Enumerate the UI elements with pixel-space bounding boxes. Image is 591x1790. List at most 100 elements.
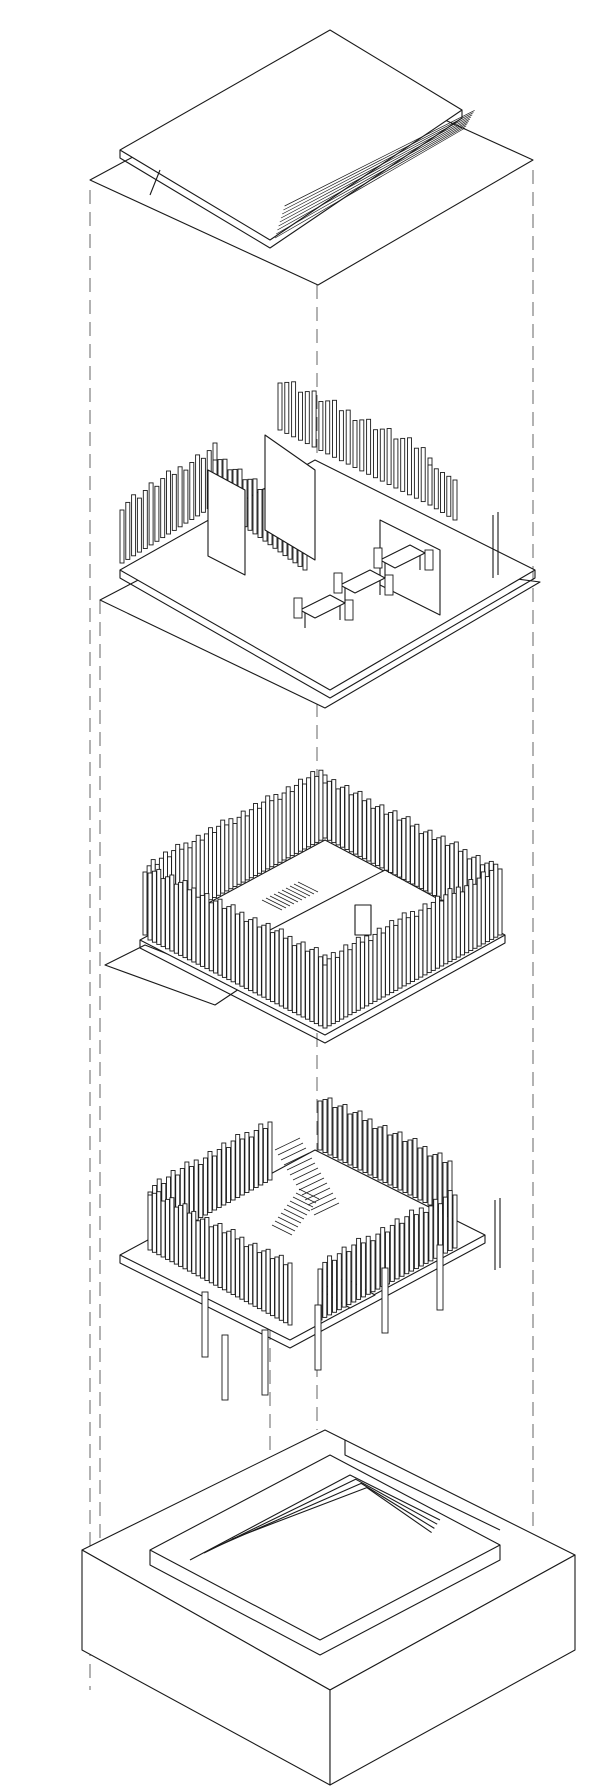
fin bbox=[278, 1254, 284, 1321]
fin bbox=[171, 473, 177, 531]
fin bbox=[243, 920, 249, 989]
fin bbox=[235, 913, 240, 985]
solar-strip bbox=[277, 123, 468, 231]
fin bbox=[252, 917, 258, 994]
fin bbox=[230, 1229, 236, 1295]
fin bbox=[310, 771, 316, 846]
fin bbox=[383, 813, 389, 871]
fin bbox=[382, 1125, 388, 1183]
fin bbox=[160, 878, 166, 948]
fin bbox=[385, 926, 390, 996]
terrace-step bbox=[203, 1478, 438, 1554]
fin bbox=[407, 437, 412, 496]
fin bbox=[418, 1207, 424, 1267]
fin bbox=[404, 1216, 410, 1275]
stair-tread bbox=[298, 1177, 325, 1191]
fin bbox=[253, 1130, 259, 1188]
lower-floor-layer bbox=[119, 1097, 501, 1401]
fin bbox=[296, 943, 302, 1016]
fin bbox=[221, 907, 227, 978]
stair-tread bbox=[280, 1212, 302, 1224]
fin bbox=[389, 1224, 395, 1282]
door bbox=[354, 904, 372, 936]
fin bbox=[200, 894, 205, 967]
angled-partition-right bbox=[264, 434, 316, 561]
fin bbox=[431, 839, 437, 896]
fin bbox=[361, 800, 367, 860]
fin bbox=[198, 1164, 204, 1218]
fin bbox=[160, 1200, 166, 1258]
fin bbox=[497, 868, 503, 936]
fin bbox=[212, 1155, 218, 1211]
fin bbox=[142, 490, 148, 549]
fin bbox=[480, 871, 486, 945]
fin bbox=[351, 943, 357, 1013]
piloti bbox=[201, 1291, 209, 1358]
fin bbox=[389, 920, 395, 994]
stair-tread bbox=[277, 1142, 304, 1156]
fin bbox=[380, 932, 386, 998]
piloti bbox=[314, 1304, 322, 1371]
fin bbox=[353, 792, 359, 855]
stair-tread bbox=[298, 1188, 320, 1200]
fin bbox=[414, 915, 420, 980]
fin bbox=[422, 903, 428, 976]
fin bbox=[226, 1230, 232, 1293]
fin bbox=[208, 1226, 214, 1284]
fin bbox=[142, 871, 148, 936]
fin bbox=[269, 800, 275, 868]
fin bbox=[430, 901, 436, 971]
fin bbox=[402, 1141, 408, 1193]
fin bbox=[435, 895, 440, 969]
fin bbox=[338, 410, 344, 462]
fin bbox=[405, 917, 411, 985]
fin bbox=[249, 1136, 254, 1191]
fin bbox=[392, 810, 398, 876]
fin bbox=[186, 1212, 192, 1272]
fin bbox=[217, 1223, 223, 1288]
chair bbox=[384, 574, 394, 596]
fin bbox=[202, 1157, 208, 1216]
fin bbox=[235, 1134, 241, 1198]
stair-tread bbox=[273, 893, 295, 905]
fin bbox=[414, 823, 420, 887]
fin bbox=[375, 1233, 381, 1290]
stair-tread bbox=[289, 1162, 316, 1176]
stair-tread bbox=[274, 1137, 301, 1151]
fin bbox=[267, 1121, 273, 1181]
stair-tread bbox=[274, 1220, 296, 1232]
fin bbox=[365, 1235, 371, 1295]
fin bbox=[217, 898, 223, 976]
fin bbox=[125, 501, 131, 560]
fin bbox=[203, 833, 209, 903]
fin bbox=[287, 1262, 293, 1326]
pilotis bbox=[201, 1244, 444, 1401]
fin bbox=[195, 896, 201, 965]
fin bbox=[348, 794, 354, 853]
fin bbox=[226, 1147, 231, 1203]
fin bbox=[375, 806, 380, 867]
stair-tread bbox=[293, 883, 315, 895]
fin bbox=[418, 909, 424, 978]
fin bbox=[169, 874, 175, 952]
fin bbox=[230, 904, 236, 983]
fin bbox=[341, 1246, 347, 1308]
fin bbox=[265, 1248, 271, 1314]
fin bbox=[277, 382, 283, 431]
fin bbox=[437, 1152, 443, 1211]
fin bbox=[472, 883, 478, 949]
fin bbox=[337, 1105, 343, 1161]
fin bbox=[291, 381, 297, 438]
chair bbox=[424, 549, 434, 571]
fin bbox=[388, 812, 394, 873]
fin bbox=[289, 791, 295, 857]
middle-floor-layer bbox=[104, 769, 506, 1044]
fin bbox=[119, 509, 125, 564]
fin bbox=[166, 470, 171, 535]
stair-tread bbox=[261, 899, 283, 911]
fin bbox=[173, 1206, 179, 1265]
fin bbox=[178, 1204, 184, 1267]
stair-tread bbox=[289, 1200, 311, 1212]
